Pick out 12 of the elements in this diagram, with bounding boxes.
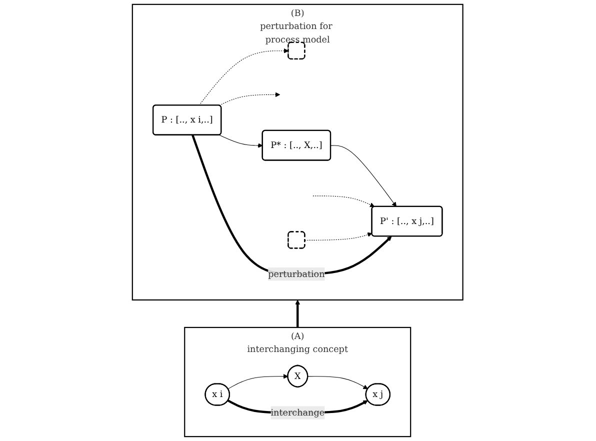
arrow [313,196,376,208]
arrow [199,48,290,106]
arrow [192,134,392,276]
edge-label: interchange [271,407,325,418]
arrow [330,145,397,207]
edge-label: perturbation [268,268,326,280]
arrow [219,134,264,148]
arrow [228,374,289,390]
arrow [305,232,373,241]
arrow [219,92,281,106]
arrow [308,376,368,390]
arrow [296,300,300,328]
